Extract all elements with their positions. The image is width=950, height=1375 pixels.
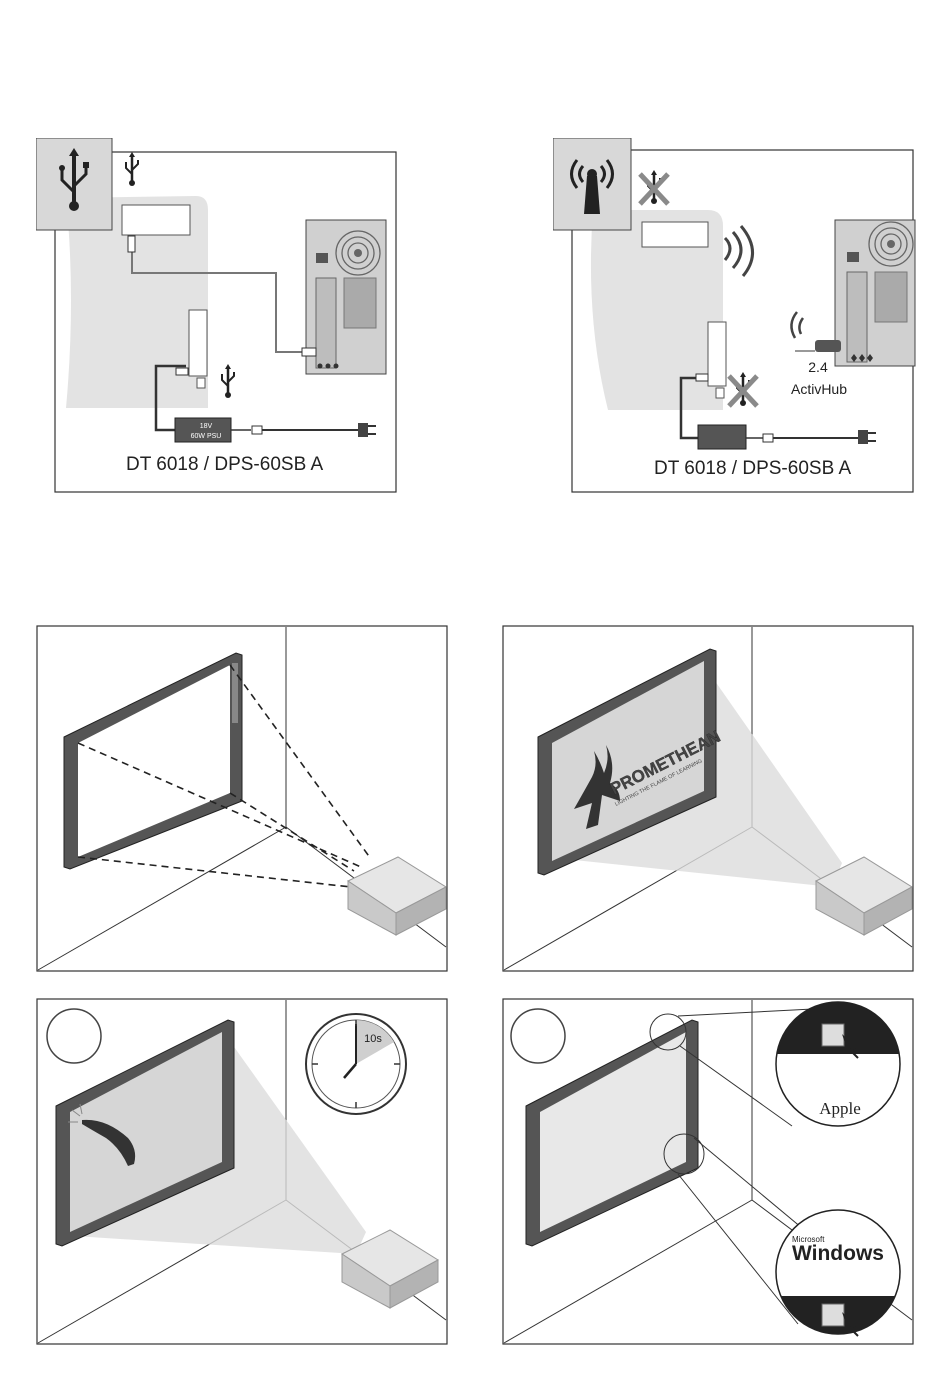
pen-hold-panel: 10s: [36, 998, 448, 1346]
calibration-panel: Apple Microsoft Windows: [502, 998, 914, 1346]
power-supply: [698, 425, 746, 449]
psu-label-line2: 60W PSU: [191, 433, 222, 440]
activhub-dongle: [815, 340, 841, 352]
activhub-label-line1: 2.4: [808, 359, 828, 375]
clock-icon: [306, 1014, 406, 1114]
tray-slot: [642, 222, 708, 247]
wireless-model-caption: DT 6018 / DPS-60SB A: [654, 458, 851, 480]
usb-model-caption: DT 6018 / DPS-60SB A: [126, 454, 323, 476]
tray-slot: [122, 205, 190, 235]
mains-plug: [358, 423, 368, 437]
step-marker: [47, 1009, 101, 1063]
step-marker: [511, 1009, 565, 1063]
projector-alignment-panel: [36, 625, 448, 973]
wall-box: [708, 322, 726, 386]
timer-label: 10s: [364, 1033, 382, 1045]
wireless-connection-panel: 2.4 ActivHub: [553, 138, 917, 494]
windows-label-big: Windows: [792, 1242, 884, 1265]
apple-label: Apple: [819, 1099, 861, 1118]
usb-connection-panel: 18V 60W PSU: [36, 138, 398, 494]
projector-logo-panel: PROMETHEAN LIGHTING THE FLAME OF LEARNIN…: [502, 625, 914, 973]
computer-tower: [306, 220, 386, 374]
wall-box: [189, 310, 207, 376]
mains-plug: [858, 430, 868, 444]
computer-tower: [835, 220, 915, 366]
activhub-label-line2: ActivHub: [791, 381, 847, 397]
psu-label-line1: 18V: [200, 423, 213, 430]
